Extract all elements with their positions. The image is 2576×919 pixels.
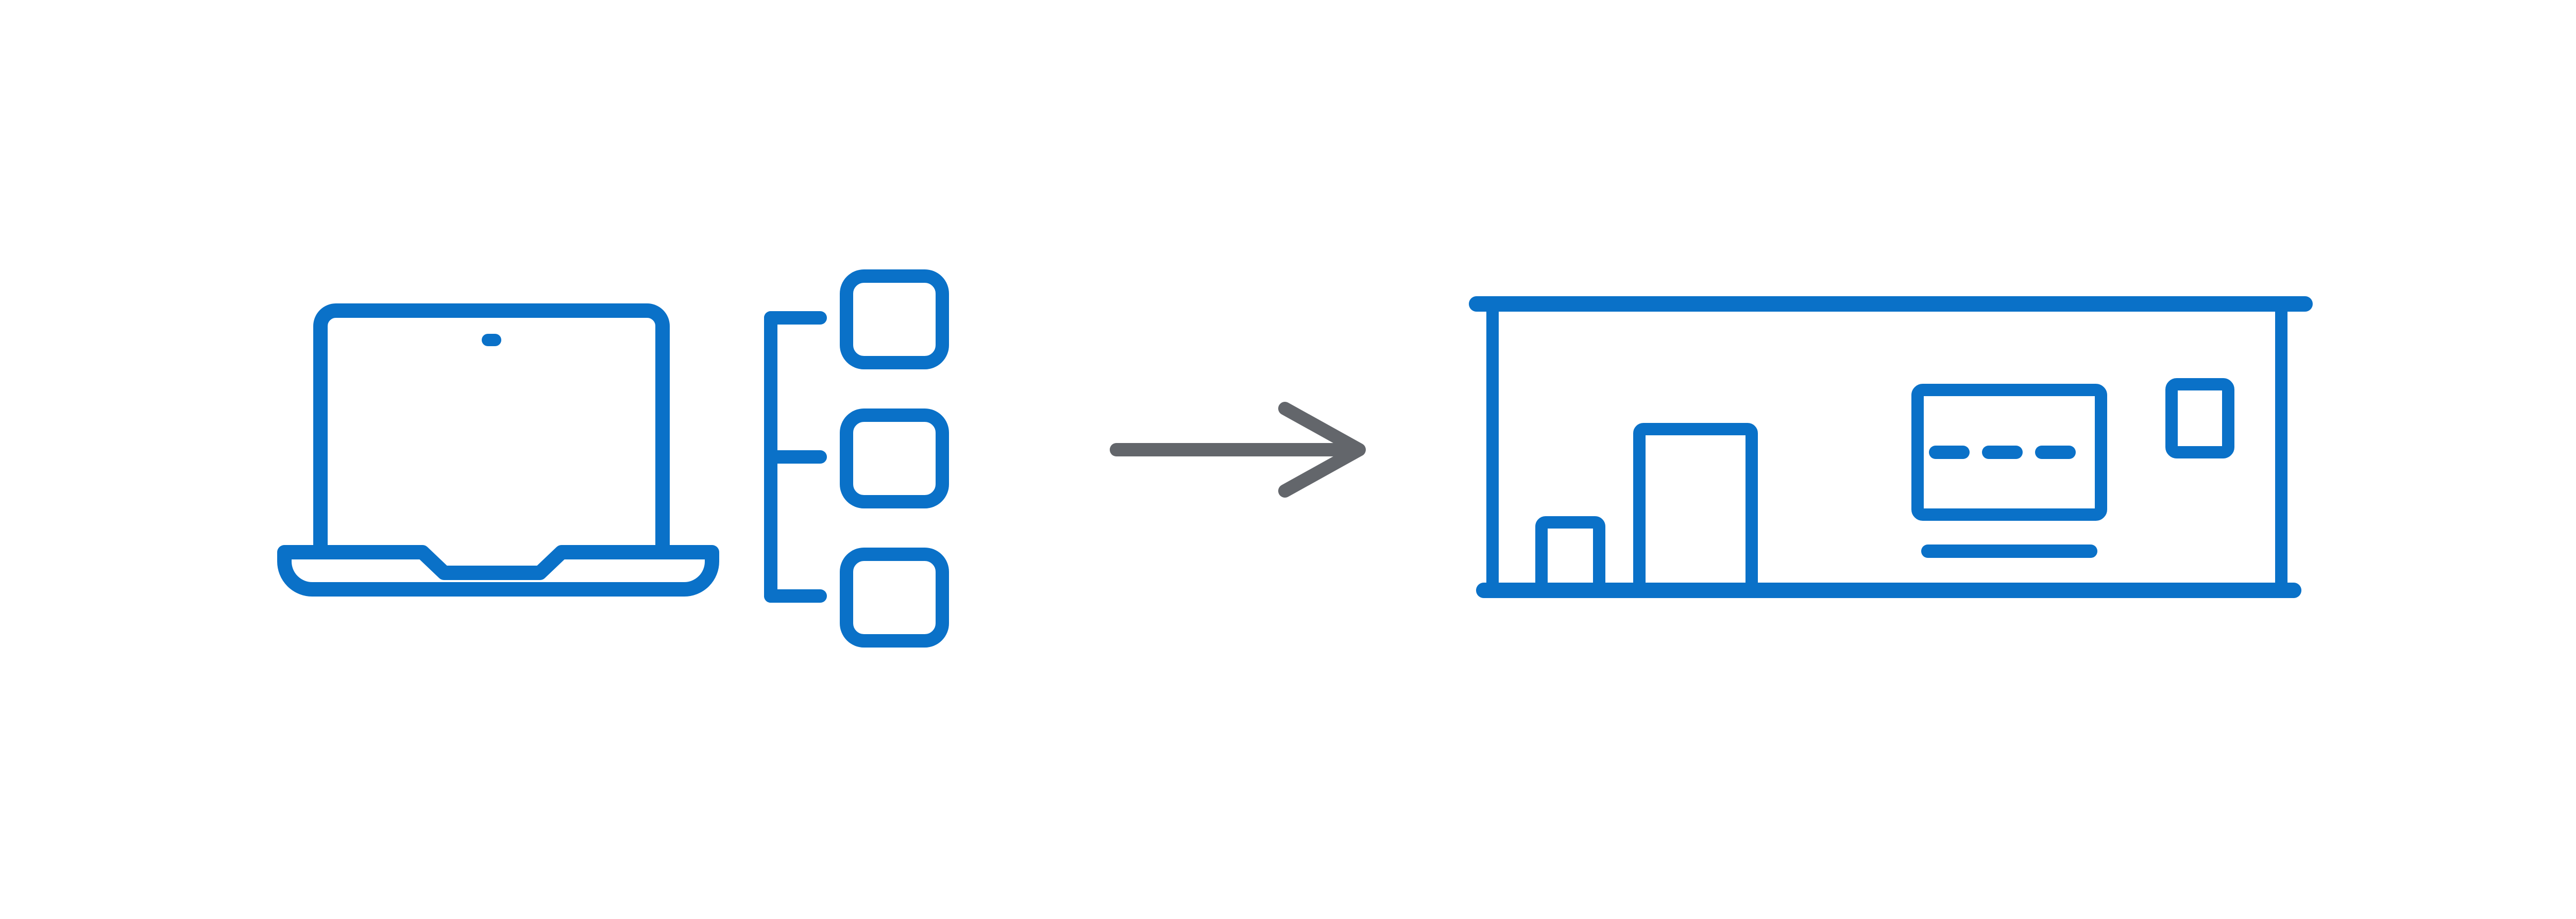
- arrow-head: [1278, 402, 1366, 498]
- warehouse-side-box: [2165, 378, 2234, 458]
- hierarchy-tree-icon[interactable]: [764, 269, 949, 648]
- laptop-base-shelf: [277, 545, 719, 597]
- tree-node-3[interactable]: [840, 548, 949, 648]
- laptop-icon[interactable]: [277, 303, 719, 597]
- tree-node-2[interactable]: [840, 409, 949, 508]
- laptop-camera-dot: [482, 334, 501, 346]
- warehouse-crate-small: [1535, 516, 1605, 589]
- warehouse-building-icon[interactable]: [1469, 296, 2313, 598]
- arrow-right-icon: [1110, 402, 1366, 498]
- laptop-screen-outline: [313, 303, 670, 553]
- warehouse-crate-tall: [1633, 423, 1758, 589]
- tree-node-1[interactable]: [840, 269, 949, 369]
- warehouse-panel: [1911, 384, 2107, 521]
